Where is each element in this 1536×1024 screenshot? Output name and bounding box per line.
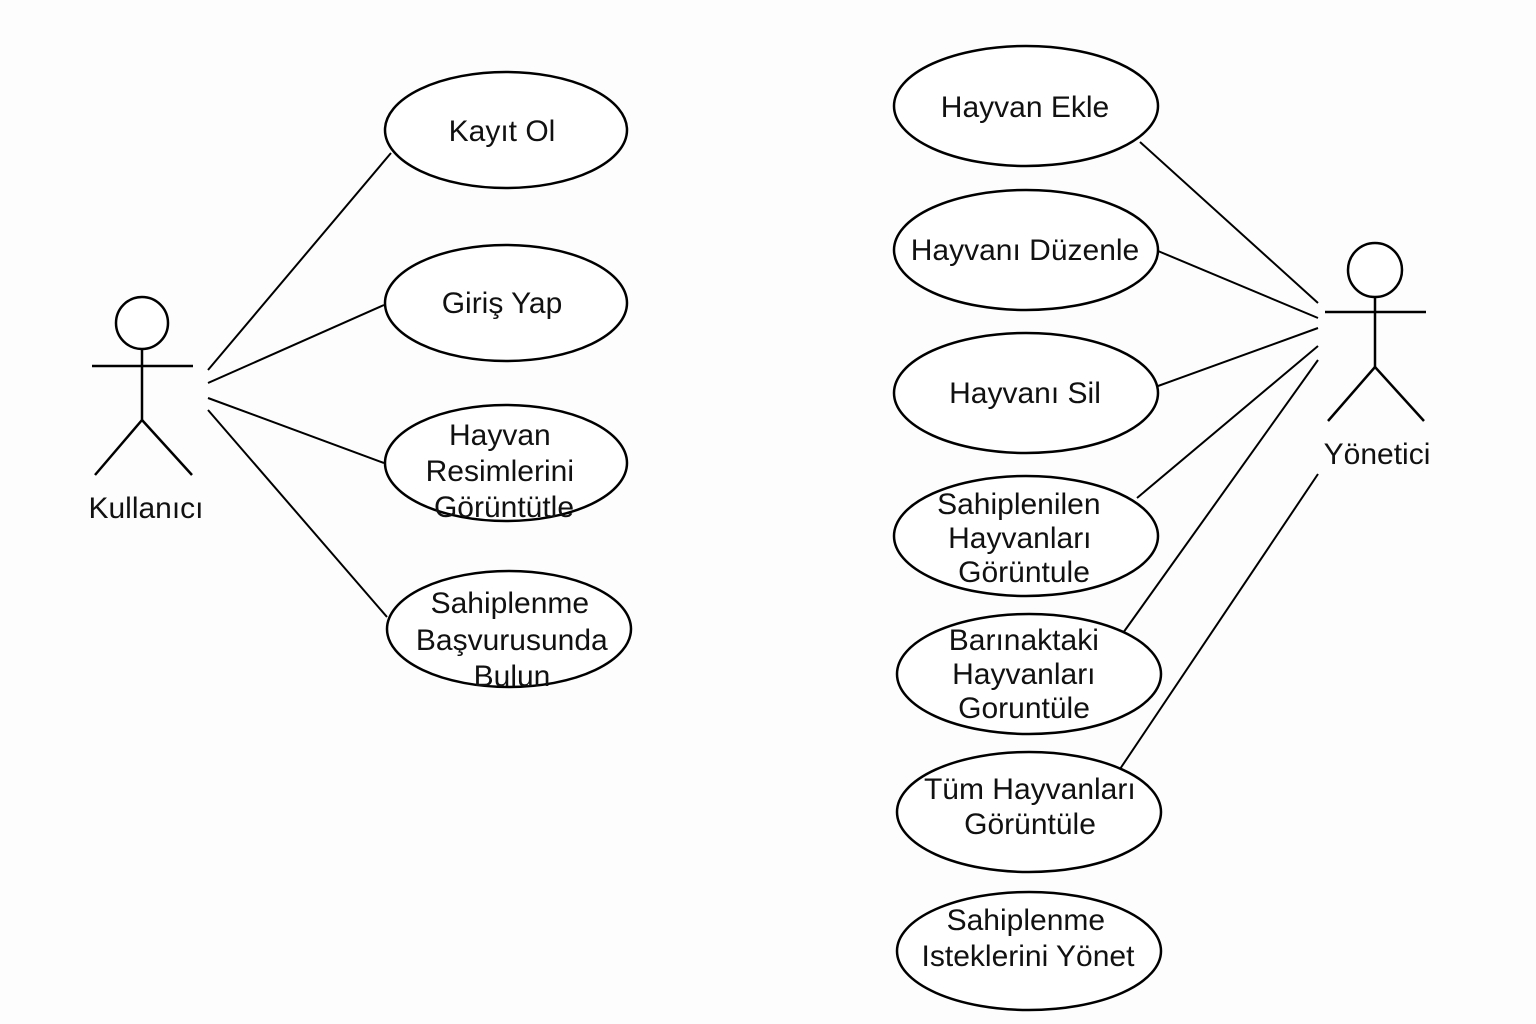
svg-text:Hayvan Ekle: Hayvan Ekle [941,91,1109,124]
use-case-label-line: Kayıt Ol [449,115,556,148]
use-case-label-line: Hayvanları [948,522,1091,555]
svg-text:Sahiplenme Başvurusunda: Sahiplenme Başvurusunda Bulun [416,587,616,693]
use-case-oval [895,750,1163,874]
association-hayvan-duzenle [1157,250,1319,319]
actor-user-head [114,295,170,351]
use-case-label-line: Giriş Yap [442,287,563,320]
association-hayvan-sil [1157,327,1319,387]
use-case-label-line: Isteklerini Yönet [922,940,1136,973]
actor-user: Kullanıcı [88,295,204,525]
actor-admin-label: Yönetici [1324,438,1431,471]
association-hayvan-ekle [1139,141,1319,304]
use-case-label-line: Resimlerini [426,455,574,488]
association-barinak-goruntule [1122,359,1319,634]
use-case-barinak-goruntule: Barınaktaki Hayvanları Goruntüle [895,612,1163,736]
use-case-oval [385,569,633,689]
use-case-label-line: Görüntüle [964,808,1096,841]
actor-admin-left-leg [1327,366,1376,422]
use-case-label-line: Hayvanları [952,658,1095,691]
use-case-tum-goruntule: Tüm Hayvanları Görüntüle [895,750,1163,874]
use-case-label-line: Sahiplenme [947,904,1105,937]
association-tum-goruntule [1119,473,1319,770]
use-case-oval [892,44,1160,168]
use-case-oval [383,403,629,523]
use-case-label-line: Bulun [474,660,551,693]
actor-user-right-leg [141,419,193,476]
use-case-label-line: Başvurusunda [416,624,608,657]
use-case-label-line: Tüm Hayvanları [924,773,1136,806]
use-case-oval [383,243,629,363]
use-case-resim-goruntule: Hayvan Resimlerini Görüntütle [383,403,629,524]
actor-user-left-leg [94,419,143,476]
use-case-label-line: Barınaktaki [949,624,1099,657]
use-case-label-line: Hayvan Ekle [941,91,1109,124]
use-case-oval [892,474,1160,598]
svg-text:Hayvan Resimlerini: Hayvan Resimlerini Görüntütle [426,419,583,524]
use-case-label-line: Sahiplenilen [937,488,1100,521]
use-case-kayit-ol: Kayıt Ol [383,70,629,190]
use-case-giris-yap: Giriş Yap [383,243,629,363]
use-case-label-line: Görüntütle [434,491,574,524]
svg-text:Hayvanı Düzenle: Hayvanı Düzenle [911,234,1139,267]
actor-admin-head [1346,241,1404,299]
use-case-sahiplenilen-goruntule: Sahiplenilen Hayvanları Görüntule [892,474,1160,598]
svg-text:Tüm Hayvanları Görüntüle: Tüm Hayvanları Görüntüle [924,773,1144,841]
use-case-label-line: Görüntule [958,556,1090,589]
use-case-hayvan-sil: Hayvanı Sil [892,331,1160,455]
actor-admin: Yönetici [1324,241,1431,471]
association-sahiplenilen-goruntule [1136,345,1319,499]
use-case-oval [895,612,1163,736]
use-case-label-line: Hayvanı Düzenle [911,234,1139,267]
svg-text:Giriş Yap: Giriş Yap [442,287,563,320]
use-case-label-line: Hayvan [449,419,551,452]
use-case-label-line: Sahiplenme [431,587,589,620]
actor-admin-right-leg [1374,366,1425,422]
use-case-oval [383,70,629,190]
actor-user-label: Kullanıcı [88,492,203,525]
use-case-oval [892,331,1160,455]
use-case-hayvan-ekle: Hayvan Ekle [892,44,1160,168]
association-kayit-ol [207,152,392,371]
association-resim-goruntule [207,397,385,464]
use-case-oval [895,890,1163,1012]
use-case-sahiplenme-basvuru: Sahiplenme Başvurusunda Bulun [385,569,633,693]
association-giris-yap [207,304,385,384]
use-case-label-line: Hayvanı Sil [949,377,1101,410]
use-case-hayvan-duzenle: Hayvanı Düzenle [892,188,1160,312]
svg-text:Barınaktaki Hayvanları: Barınaktaki Hayvanları Goruntüle [949,624,1107,725]
use-case-label-line: Goruntüle [958,692,1090,725]
svg-text:Sahiplenilen Hayvanları: Sahiplenilen Hayvanları Görüntule [937,488,1109,589]
svg-text:Sahiplenme Isteklerini Y: Sahiplenme Isteklerini Yönet [922,904,1136,973]
use-case-oval [892,188,1160,312]
association-sahiplenme-basvuru [207,409,388,618]
svg-text:Hayvanı Sil: Hayvanı Sil [949,377,1101,410]
svg-text:Kayıt Ol: Kayıt Ol [449,115,556,148]
use-case-sahiplenme-istekleri: Sahiplenme Isteklerini Yönet [895,890,1163,1012]
